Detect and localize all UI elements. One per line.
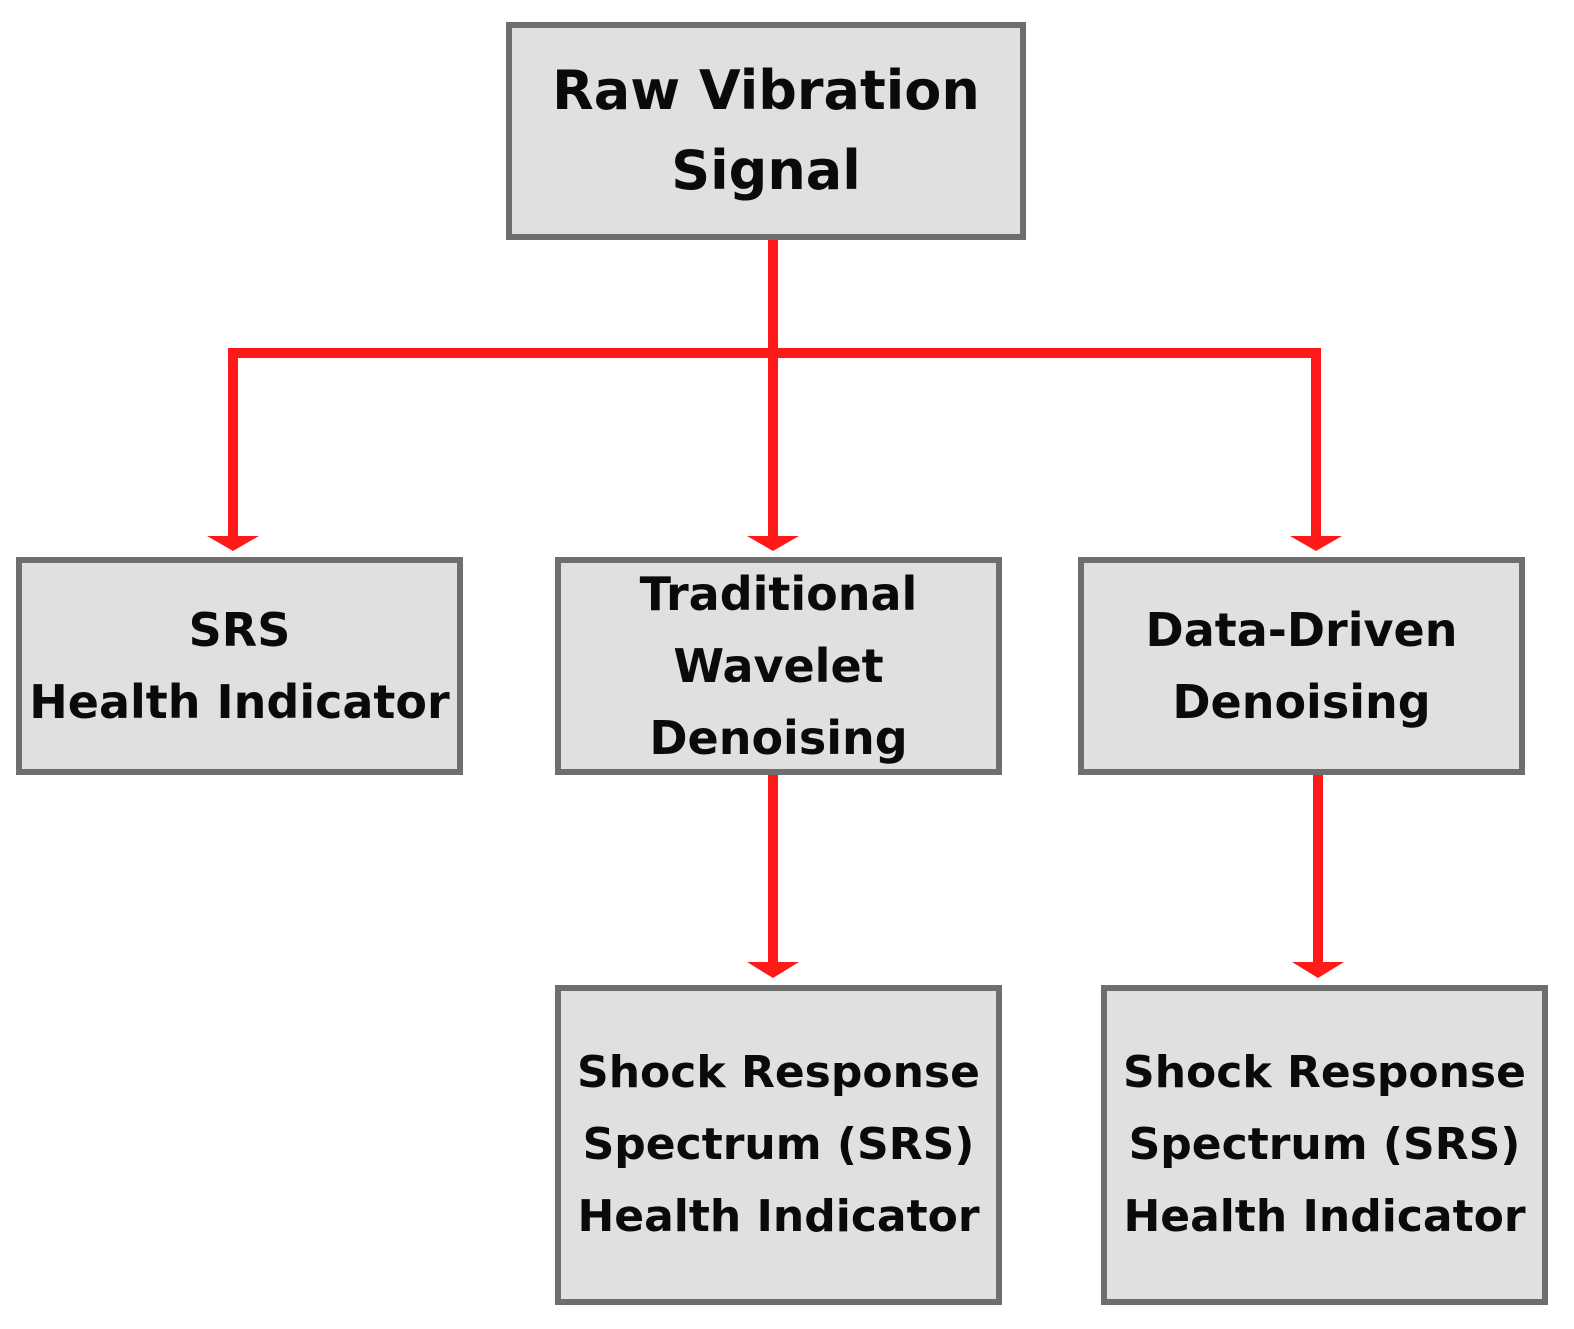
node-label-line: Data-Driven (1145, 603, 1458, 657)
arrowhead-to-srs-wavelet (747, 962, 799, 978)
arrowhead-to-datadriven (1290, 536, 1342, 551)
node-label-line: Health Indicator (1123, 1191, 1526, 1242)
node-label-line: Traditional (639, 567, 918, 621)
data-driven-denoising-box: Data-Driven Denoising (1078, 557, 1525, 775)
node-label-line: Spectrum (SRS) (582, 1119, 975, 1170)
srs-health-indicator-wavelet-box: Shock Response Spectrum (SRS) Health Ind… (555, 985, 1002, 1305)
srs-health-indicator-box: SRS Health Indicator (16, 557, 463, 775)
arrowhead-to-srs-datadriven (1292, 962, 1344, 978)
node-label-line: Health Indicator (577, 1191, 980, 1242)
node-label-line: Health Indicator (29, 675, 450, 729)
node-label-line: Shock Response (577, 1047, 980, 1098)
node-label-line: Shock Response (1123, 1047, 1526, 1098)
node-label-line: SRS (188, 603, 291, 657)
node-label-line: Denoising (649, 711, 908, 765)
arrowhead-to-wavelet (747, 536, 799, 551)
arrowhead-to-srs-health (207, 536, 259, 551)
node-label-line: Raw Vibration (552, 59, 980, 122)
node-label-line: Signal (671, 139, 861, 202)
traditional-wavelet-denoising-box: Traditional Wavelet Denoising (555, 557, 1002, 775)
srs-health-indicator-datadriven-box: Shock Response Spectrum (SRS) Health Ind… (1101, 985, 1548, 1305)
arrow-group (207, 240, 1344, 978)
raw-vibration-signal-box: Raw Vibration Signal (506, 22, 1026, 240)
node-label-line: Wavelet (673, 639, 884, 693)
node-label-line: Denoising (1172, 675, 1431, 729)
node-label-line: Spectrum (SRS) (1128, 1119, 1521, 1170)
